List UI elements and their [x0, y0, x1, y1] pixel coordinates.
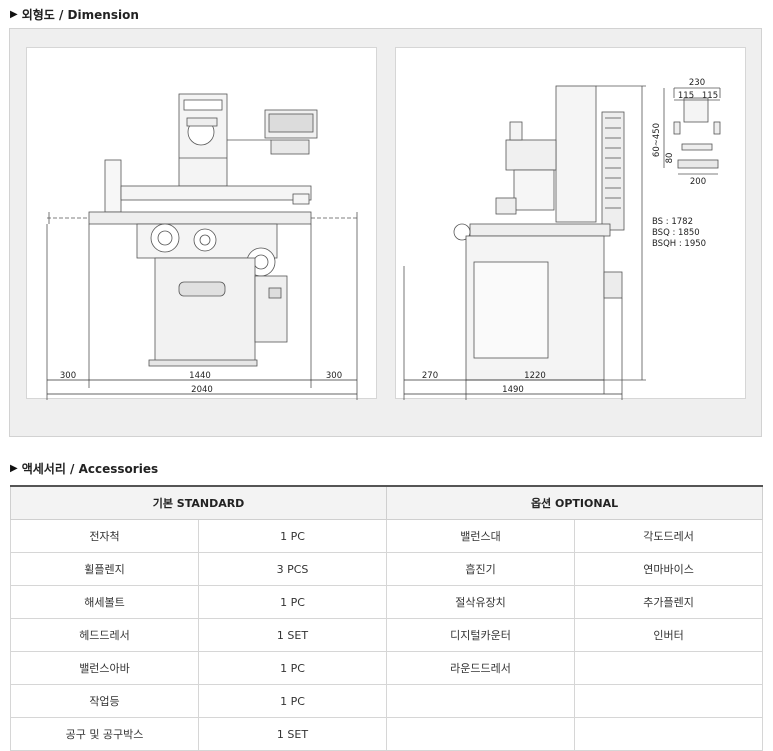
standard-qty: 1 PC: [197, 585, 388, 619]
side-overall-depth-dim: 1490: [502, 385, 524, 395]
dimension-title-text: 외형도 / Dimension: [21, 8, 139, 22]
standard-header: 기본 STANDARD: [9, 485, 388, 520]
front-overall-length-dim: 2040: [191, 385, 213, 395]
height-bsq-label: BSQ : 1850: [652, 228, 700, 238]
standard-item: 헤드드레서: [10, 618, 199, 652]
optional-item: [574, 651, 764, 685]
detail-height-dim: 80: [665, 153, 675, 164]
triangle-bullet-icon: ▶: [10, 9, 18, 20]
table-row: 전자척 1 PC 밸런스대 각도드레서: [10, 519, 764, 553]
optional-item: 흡진기: [386, 552, 576, 586]
standard-qty: 1 PC: [197, 651, 388, 685]
optional-item: [386, 717, 576, 751]
accessories-section-title: ▶ 액세서리 / Accessories: [10, 460, 158, 477]
standard-qty: 1 SET: [197, 717, 388, 751]
detail-half-left-dim: 115: [678, 91, 694, 101]
standard-qty: 3 PCS: [197, 552, 388, 586]
standard-item: 해세볼트: [10, 585, 199, 619]
dimension-section-title: ▶ 외형도 / Dimension: [10, 6, 139, 23]
optional-item: 각도드레서: [574, 519, 764, 553]
optional-item: [574, 684, 764, 718]
detail-half-right-dim: 115: [702, 91, 718, 101]
detail-base-dim: 200: [690, 177, 706, 187]
optional-item: 디지털카운터: [386, 618, 576, 652]
standard-qty: 1 PC: [197, 684, 388, 718]
front-travel-dim: 1440: [189, 371, 211, 381]
table-row: 밸런스아바 1 PC 라운드드레서: [10, 651, 764, 685]
optional-item: 연마바이스: [574, 552, 764, 586]
optional-item: 절삭유장치: [386, 585, 576, 619]
front-right-overhang-dim: 300: [326, 371, 342, 381]
side-view-drawing: 270 1220 1490 BS : 1782 BSQ : 1850 BSQH …: [395, 47, 746, 400]
side-view-machine-illustration: 270 1220 1490 BS : 1782 BSQ : 1850 BSQH …: [403, 78, 721, 400]
detail-range-dim: 60~450: [652, 123, 662, 157]
standard-qty: 1 SET: [197, 618, 388, 652]
optional-item: 밸런스대: [386, 519, 576, 553]
accessories-title-text: 액세서리 / Accessories: [21, 462, 159, 476]
standard-qty: 1 PC: [197, 519, 388, 553]
detail-total-dim: 230: [689, 78, 705, 88]
dimension-panel: 300 1440 300 2040: [9, 28, 762, 437]
standard-item: 공구 및 공구박스: [10, 717, 199, 751]
front-left-overhang-dim: 300: [60, 371, 76, 381]
standard-item: 전자척: [10, 519, 199, 553]
standard-item: 작업등: [10, 684, 199, 718]
height-bs-label: BS : 1782: [652, 217, 693, 227]
front-view-drawing: 300 1440 300 2040: [26, 47, 377, 400]
table-row: 공구 및 공구박스 1 SET: [10, 717, 764, 751]
standard-item: 휠플렌지: [10, 552, 199, 586]
optional-header: 옵션 OPTIONAL: [386, 485, 764, 520]
table-row: 작업등 1 PC: [10, 684, 764, 718]
optional-item: 라운드드레서: [386, 651, 576, 685]
table-row: 헤드드레서 1 SET 디지털카운터 인버터: [10, 618, 764, 652]
table-row: 휠플렌지 3 PCS 흡진기 연마바이스: [10, 552, 764, 586]
optional-item: [386, 684, 576, 718]
table-row: 해세볼트 1 PC 절삭유장치 추가플렌지: [10, 585, 764, 619]
side-base-depth-dim: 1220: [524, 371, 546, 381]
standard-item: 밸런스아바: [10, 651, 199, 685]
table-header-row: 기본 STANDARD 옵션 OPTIONAL: [9, 485, 764, 520]
optional-item: 인버터: [574, 618, 764, 652]
optional-item: [574, 717, 764, 751]
triangle-bullet-icon: ▶: [10, 463, 18, 474]
accessories-table: 기본 STANDARD 옵션 OPTIONAL 전자척 1 PC 밸런스대 각도…: [9, 485, 764, 751]
optional-item: 추가플렌지: [574, 585, 764, 619]
side-left-offset-dim: 270: [422, 371, 438, 381]
front-view-machine-illustration: 300 1440 300 2040: [46, 93, 358, 400]
height-bsqh-label: BSQH : 1950: [652, 239, 706, 249]
